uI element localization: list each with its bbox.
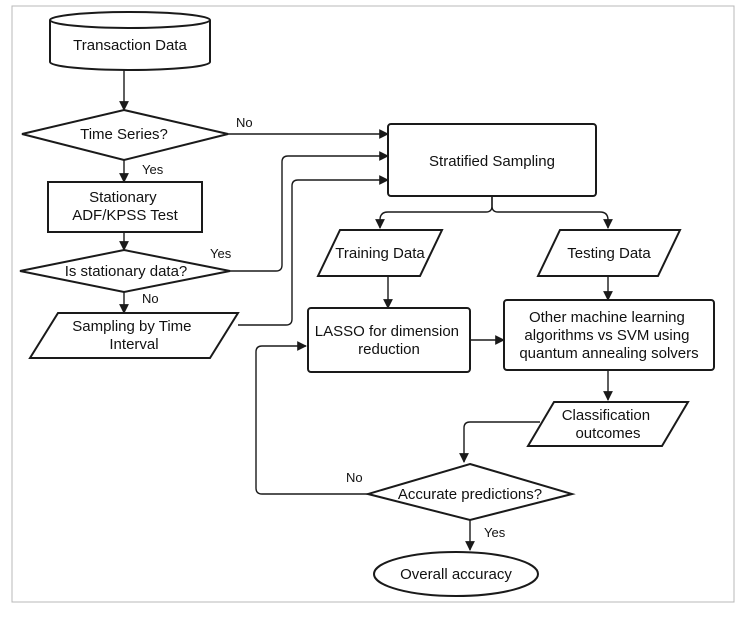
arrow-stratified-to-testing bbox=[491, 196, 613, 229]
svg-text:Sampling by Time Interva: Sampling by Time Interval bbox=[72, 318, 195, 353]
testing-data-label: Testing Data bbox=[567, 245, 651, 262]
is-stationary-decision: Is stationary data? bbox=[19, 248, 231, 294]
is-stationary-no-label: No bbox=[142, 291, 159, 306]
time-series-yes-label: Yes bbox=[142, 162, 164, 177]
lasso-node: LASSO for dimension reduction bbox=[307, 307, 471, 373]
svg-text:Classification outcomes: Classification outcomes bbox=[562, 407, 655, 442]
accurate-decision: Accurate predictions? bbox=[364, 462, 576, 522]
stratified-sampling-label: Stratified Sampling bbox=[429, 153, 555, 170]
stratified-sampling-node: Stratified Sampling bbox=[387, 123, 597, 197]
time-series-decision: Time Series? bbox=[21, 108, 229, 162]
time-series-label: Time Series? bbox=[80, 126, 168, 143]
svg-text:LASSO for dimension redu: LASSO for dimension reduction bbox=[315, 323, 463, 358]
arrow-accurate-no-to-lasso bbox=[255, 341, 368, 495]
figure-frame bbox=[11, 5, 735, 603]
other-ml-label-1: Other machine learning bbox=[529, 309, 685, 326]
stationary-test-node: Stationary ADF/KPSS Test bbox=[47, 181, 203, 233]
connectors bbox=[119, 70, 613, 551]
lasso-label-1: LASSO for dimension bbox=[315, 323, 459, 340]
time-series-no-label: No bbox=[236, 115, 253, 130]
overall-accuracy-label: Overall accuracy bbox=[400, 566, 512, 583]
accurate-yes-label: Yes bbox=[484, 525, 506, 540]
accurate-label: Accurate predictions? bbox=[398, 486, 542, 503]
arrow-stratified-to-training bbox=[375, 196, 493, 229]
other-ml-label-3: quantum annealing solvers bbox=[519, 345, 698, 362]
classification-node: Classification outcomes bbox=[526, 401, 690, 447]
is-stationary-label: Is stationary data? bbox=[65, 263, 188, 280]
lasso-label-2: reduction bbox=[358, 341, 420, 358]
classification-label-2: outcomes bbox=[575, 425, 640, 442]
arrow-sampling-to-stratified bbox=[238, 175, 389, 326]
training-data-label: Training Data bbox=[335, 245, 425, 262]
accurate-no-label: No bbox=[346, 470, 363, 485]
svg-text:Stationary ADF/KPSS Test: Stationary ADF/KPSS Test bbox=[72, 189, 178, 224]
overall-accuracy-node: Overall accuracy bbox=[373, 551, 539, 597]
transaction-data-node: Transaction Data bbox=[49, 11, 211, 71]
sampling-interval-label-1: Sampling by Time bbox=[72, 318, 191, 335]
transaction-data-label: Transaction Data bbox=[73, 37, 187, 54]
stationary-test-label-2: ADF/KPSS Test bbox=[72, 207, 178, 224]
sampling-interval-label-2: Interval bbox=[109, 336, 158, 353]
classification-label-1: Classification bbox=[562, 407, 650, 424]
is-stationary-yes-label: Yes bbox=[210, 246, 232, 261]
training-data-node: Training Data bbox=[316, 229, 444, 277]
testing-data-node: Testing Data bbox=[536, 229, 682, 277]
arrow-isstationary-yes-to-stratified bbox=[230, 151, 389, 272]
sampling-interval-node: Sampling by Time Interval bbox=[28, 312, 240, 359]
stationary-test-label-1: Stationary bbox=[89, 189, 157, 206]
other-ml-label-2: algorithms vs SVM using bbox=[524, 327, 689, 344]
other-ml-node: Other machine learning algorithms vs SVM… bbox=[503, 299, 715, 371]
arrow-classification-to-accurate bbox=[459, 421, 540, 463]
svg-text:Other machine learning a: Other machine learning algorithms vs SVM… bbox=[519, 309, 698, 362]
